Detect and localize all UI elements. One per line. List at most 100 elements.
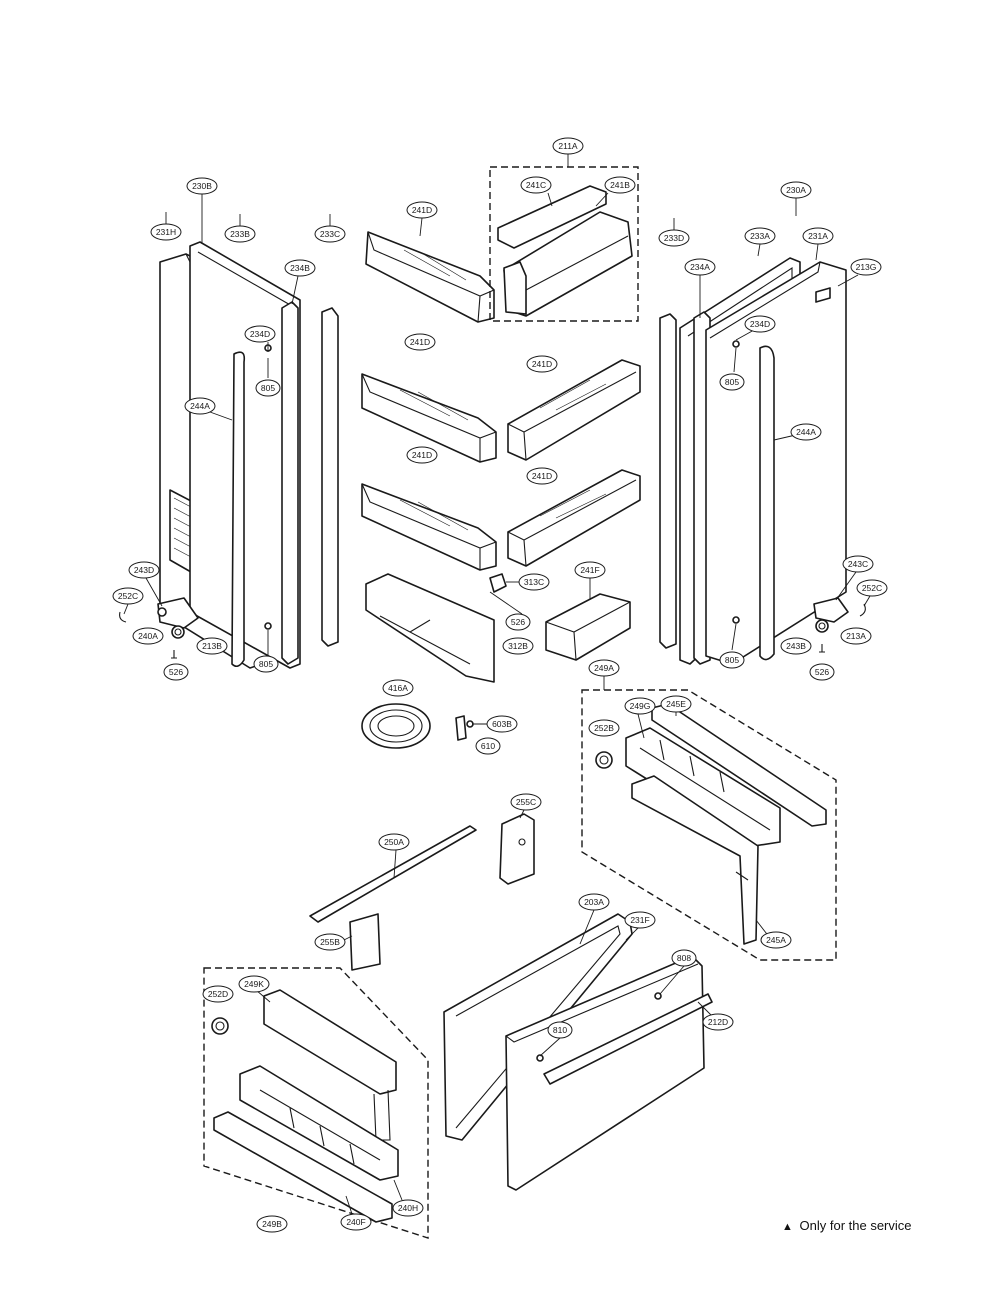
svg-text:234A: 234A [690,262,710,272]
svg-text:240F: 240F [346,1217,365,1227]
group-249A [581,689,837,961]
drawer-area [309,813,713,1191]
svg-text:234D: 234D [250,329,270,339]
callout-241D-mid-right: 241D [526,355,558,373]
callout-526-right: 526 [809,663,835,681]
callout-252B: 252B [588,719,620,737]
callouts: 211A 230B 231H 233B 234B 233C 241D 241C … [112,137,888,1233]
left-door-strip-233C [321,307,339,647]
svg-text:244A: 244A [796,427,816,437]
svg-text:805: 805 [725,377,739,387]
svg-text:255B: 255B [320,937,340,947]
svg-text:241D: 241D [532,471,552,481]
svg-text:230A: 230A [786,185,806,195]
callout-603B: 603B [486,715,518,733]
group-249B [203,967,429,1239]
callout-241B: 241B [604,176,636,194]
door-bin-241F [545,593,631,661]
svg-text:213G: 213G [856,262,877,272]
callout-252C-left: 252C [112,587,144,605]
callout-416A: 416A [382,679,414,697]
callout-241D-low-left: 241D [406,446,438,464]
callout-245A: 245A [760,931,792,949]
callout-252C-right: 252C [856,579,888,597]
svg-text:231H: 231H [156,227,176,237]
svg-text:241D: 241D [412,450,432,460]
svg-text:244A: 244A [190,401,210,411]
callout-231A: 231A [802,227,834,245]
door-bin-top [365,231,495,323]
callout-212D: 212D [702,1013,734,1031]
svg-text:249K: 249K [244,979,264,989]
callout-808: 808 [671,949,697,967]
callout-255B: 255B [314,933,346,951]
svg-text:245A: 245A [766,935,786,945]
callout-805-left-bottom: 805 [253,655,279,673]
right-hinge-bracket [813,597,849,623]
svg-text:203A: 203A [584,897,604,907]
callout-240H: 240H [392,1199,424,1217]
filter-parts [361,703,474,749]
callout-610: 610 [475,737,501,755]
callout-805-right-bottom: 805 [719,651,745,669]
drawer-handle [543,993,713,1085]
door-bin-mid-left [361,373,497,463]
callout-234B: 234B [284,259,316,277]
svg-text:252C: 252C [862,583,882,593]
bracket-249G [625,727,781,847]
right-door-handle [759,345,775,661]
rod-250A [309,825,477,923]
callout-233D: 233D [658,229,690,247]
callout-241D-mid-left: 241D [404,333,436,351]
svg-text:243C: 243C [848,559,868,569]
svg-text:249B: 249B [262,1219,282,1229]
svg-text:241F: 241F [580,565,599,575]
svg-text:211A: 211A [558,141,578,151]
left-door-strip-234B [281,301,299,665]
bracket-lower-249A [631,775,759,945]
callout-249G: 249G [624,697,656,715]
svg-text:526: 526 [169,667,183,677]
door-bins [361,166,641,683]
callout-526-mid: 526 [505,613,531,631]
svg-text:213B: 213B [202,641,222,651]
callout-243D: 243D [128,561,160,579]
callout-244A-left: 244A [184,397,216,415]
callout-234D-left: 234D [244,325,276,343]
gear-252B [595,751,613,769]
svg-text:234D: 234D [750,319,770,329]
callout-240A: 240A [132,627,164,645]
svg-text:233A: 233A [750,231,770,241]
callout-249B: 249B [256,1215,288,1233]
callout-211A: 211A [552,137,584,155]
callout-244A-right: 244A [790,423,822,441]
svg-text:243D: 243D [134,565,154,575]
callout-231F: 231F [624,911,656,929]
door-bin-low-right [507,469,641,567]
callout-240F: 240F [340,1213,372,1231]
callout-230B: 230B [186,177,218,195]
callout-526-left: 526 [163,663,189,681]
filter-housing-416A [361,703,431,749]
callout-249K: 249K [238,975,270,993]
svg-text:231F: 231F [630,915,649,925]
svg-text:234B: 234B [290,263,310,273]
callout-203A: 203A [578,893,610,911]
group-box-211A [489,166,639,322]
door-bin-mid-right [507,359,641,461]
service-note-text: Only for the service [799,1218,912,1233]
valve-610 [455,715,467,741]
left-hinge-bracket [157,597,199,629]
door-bin-low-left [361,483,497,571]
door-bin-241C [497,185,607,249]
svg-text:416A: 416A [388,683,408,693]
svg-text:243B: 243B [786,641,806,651]
svg-text:252B: 252B [594,723,614,733]
svg-text:245E: 245E [666,699,686,709]
svg-text:241D: 241D [410,337,430,347]
callout-230A: 230A [780,181,812,199]
rail-240F [213,1111,393,1223]
callout-810: 810 [547,1021,573,1039]
callout-213A: 213A [840,627,872,645]
